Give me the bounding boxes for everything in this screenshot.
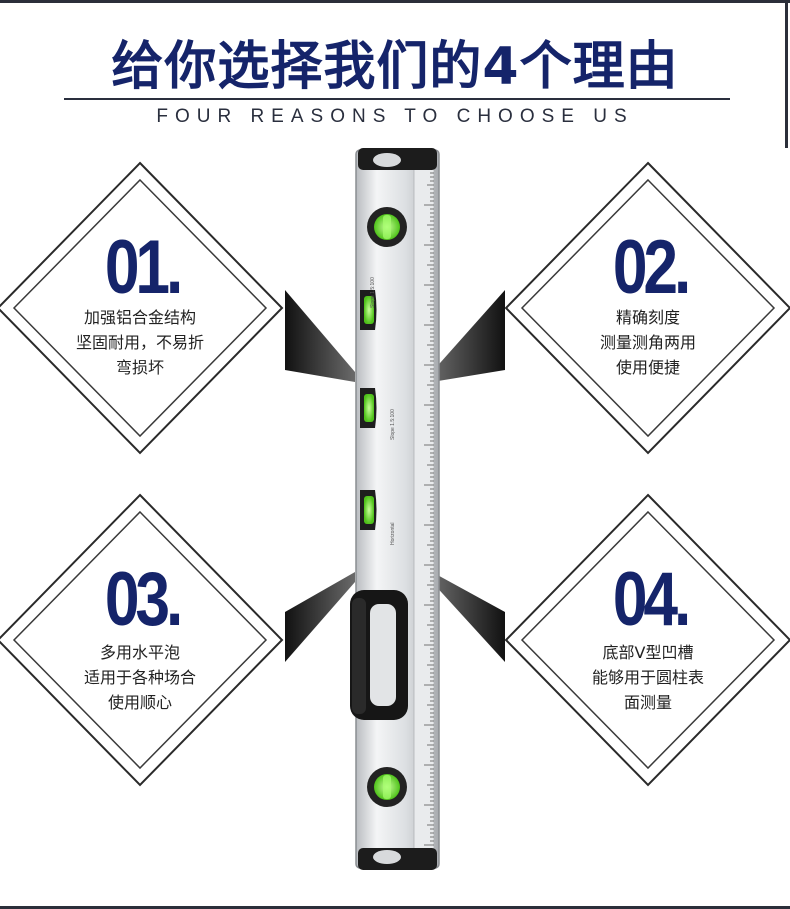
vial-label-2: Slope 1.5:100 bbox=[390, 409, 396, 440]
diamond-01 bbox=[0, 161, 284, 455]
reason-04-line-2: 能够用于圆柱表 bbox=[591, 668, 704, 687]
connector-03 bbox=[285, 572, 355, 662]
reason-03-line-3: 使用顺心 bbox=[107, 693, 172, 712]
reason-01-line-2: 坚固耐用，不易折 bbox=[75, 333, 204, 352]
reason-03-line-2: 适用于各种场合 bbox=[83, 668, 196, 687]
reason-number-02: 02. bbox=[612, 225, 691, 310]
title-divider bbox=[64, 98, 730, 100]
page-title: 给你选择我们的4个理由 bbox=[111, 37, 679, 97]
right-border bbox=[785, 0, 788, 148]
reason-text-02: 精确刻度 测量测角两用 使用便捷 bbox=[558, 305, 738, 380]
reason-04-line-1: 底部V型凹槽 bbox=[602, 643, 694, 662]
reason-03-line-1: 多用水平泡 bbox=[99, 643, 180, 662]
vial-label-3: Horizontal bbox=[390, 522, 396, 545]
diamond-04 bbox=[504, 493, 790, 787]
reason-01-line-1: 加强铝合金结构 bbox=[83, 308, 196, 327]
bottom-border bbox=[0, 906, 790, 909]
spirit-level bbox=[350, 148, 440, 870]
reason-02-line-2: 测量测角两用 bbox=[599, 333, 696, 352]
page-subtitle: FOUR REASONS TO CHOOSE US bbox=[156, 106, 634, 127]
vial-label-1: Slope 1.5:100 bbox=[370, 277, 376, 308]
reason-text-03: 多用水平泡 适用于各种场合 使用顺心 bbox=[50, 640, 230, 715]
reason-01-line-3: 弯损坏 bbox=[115, 358, 164, 377]
reason-04-line-3: 面测量 bbox=[623, 693, 672, 712]
connector-02 bbox=[432, 290, 505, 382]
reason-02-line-3: 使用便捷 bbox=[615, 358, 680, 377]
reason-text-01: 加强铝合金结构 坚固耐用，不易折 弯损坏 bbox=[50, 305, 230, 380]
reason-number-03: 03. bbox=[104, 557, 183, 642]
reason-number-01: 01. bbox=[104, 225, 183, 310]
connector-01 bbox=[285, 290, 355, 382]
reason-02-line-1: 精确刻度 bbox=[615, 308, 680, 327]
diamond-03 bbox=[0, 493, 284, 787]
diamond-02 bbox=[504, 161, 790, 455]
reason-number-04: 04. bbox=[612, 557, 691, 642]
top-border bbox=[0, 0, 790, 3]
connector-04 bbox=[432, 572, 505, 662]
reason-text-04: 底部V型凹槽 能够用于圆柱表 面测量 bbox=[558, 640, 738, 715]
